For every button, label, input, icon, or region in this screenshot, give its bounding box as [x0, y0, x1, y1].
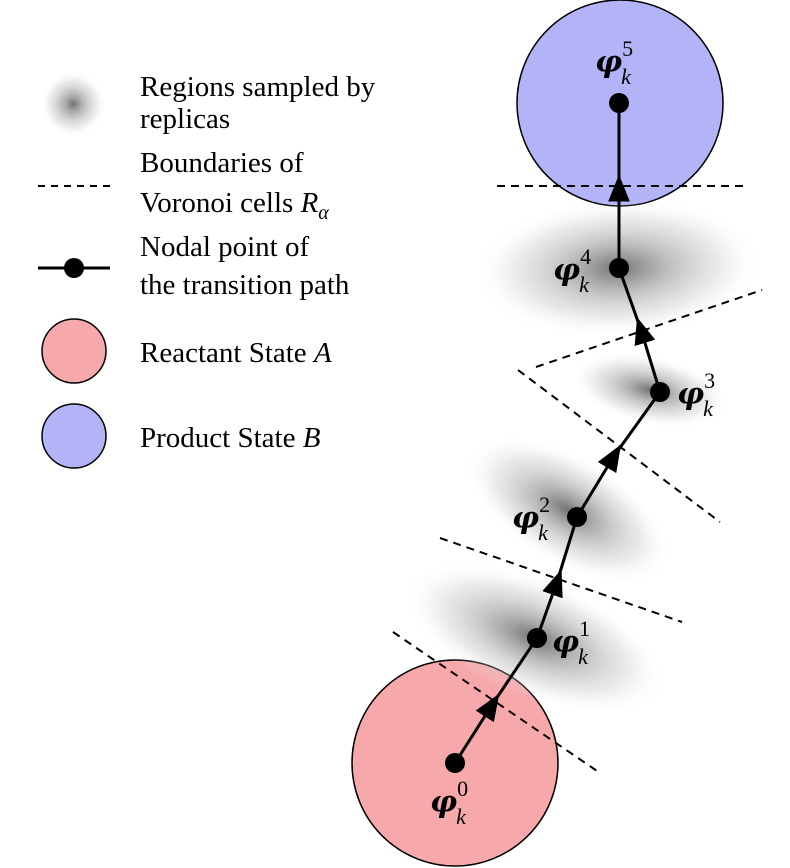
legend-regions-line1: Regions sampled by	[140, 71, 376, 103]
path-nodes	[445, 93, 670, 773]
path-segment-3-4b	[617, 267, 643, 331]
legend-reactant-label: Reactant State A	[140, 337, 332, 369]
legend-boundaries-line2: Voronoi cells	[140, 187, 301, 219]
legend-regions-line2: replicas	[140, 103, 230, 135]
node-1	[527, 628, 547, 648]
legend-reactant-text: Reactant State	[140, 337, 314, 369]
legend-cloud-icon	[40, 71, 106, 137]
legend-reactant-swatch	[41, 318, 107, 384]
legend-boundaries-line1: Boundaries of	[140, 147, 304, 179]
legend-reactant-math: A	[312, 337, 332, 369]
legend-nodal-label: Nodal point of the transition path	[140, 231, 350, 301]
legend-nodal-line1: Nodal point of	[140, 231, 309, 263]
legend-item-reactant: Reactant State A	[41, 318, 332, 384]
legend-item-product: Product State B	[41, 403, 321, 469]
path-segment-2-3b	[612, 391, 662, 457]
legend-product-text: Product State	[140, 422, 303, 454]
legend-product-math: B	[303, 422, 321, 454]
legend-product-label: Product State B	[140, 422, 321, 454]
legend-item-boundaries: Boundaries of Voronoi cells Rα	[38, 147, 329, 224]
path-segment-3-4a	[634, 317, 662, 393]
path-segment-0-1a	[453, 693, 500, 764]
node-0	[445, 753, 465, 773]
legend-boundaries-math: R	[300, 187, 319, 219]
node-5	[609, 93, 629, 113]
legend-item-nodal: Nodal point of the transition path	[38, 231, 350, 301]
path-segment-2-3a	[575, 444, 622, 518]
transition-path	[453, 103, 662, 764]
legend-node-dot-icon	[64, 258, 84, 278]
legend-nodal-line2: the transition path	[140, 269, 350, 301]
node-2	[567, 507, 587, 527]
sample-cloud-node2	[464, 435, 672, 585]
legend-boundaries-math-sub: α	[318, 202, 329, 224]
legend: Regions sampled by replicas Boundaries o…	[38, 71, 382, 469]
path-segment-1-2b	[555, 516, 579, 583]
path-segment-0-1b	[490, 637, 539, 706]
sample-cloud-node3	[571, 351, 729, 429]
legend-boundaries-label: Boundaries of Voronoi cells Rα	[140, 147, 329, 224]
node-3	[650, 382, 670, 402]
legend-item-regions: Regions sampled by replicas	[40, 71, 382, 137]
node-4	[609, 258, 629, 278]
legend-product-swatch	[41, 403, 107, 469]
legend-regions-label: Regions sampled by replicas	[140, 71, 382, 135]
